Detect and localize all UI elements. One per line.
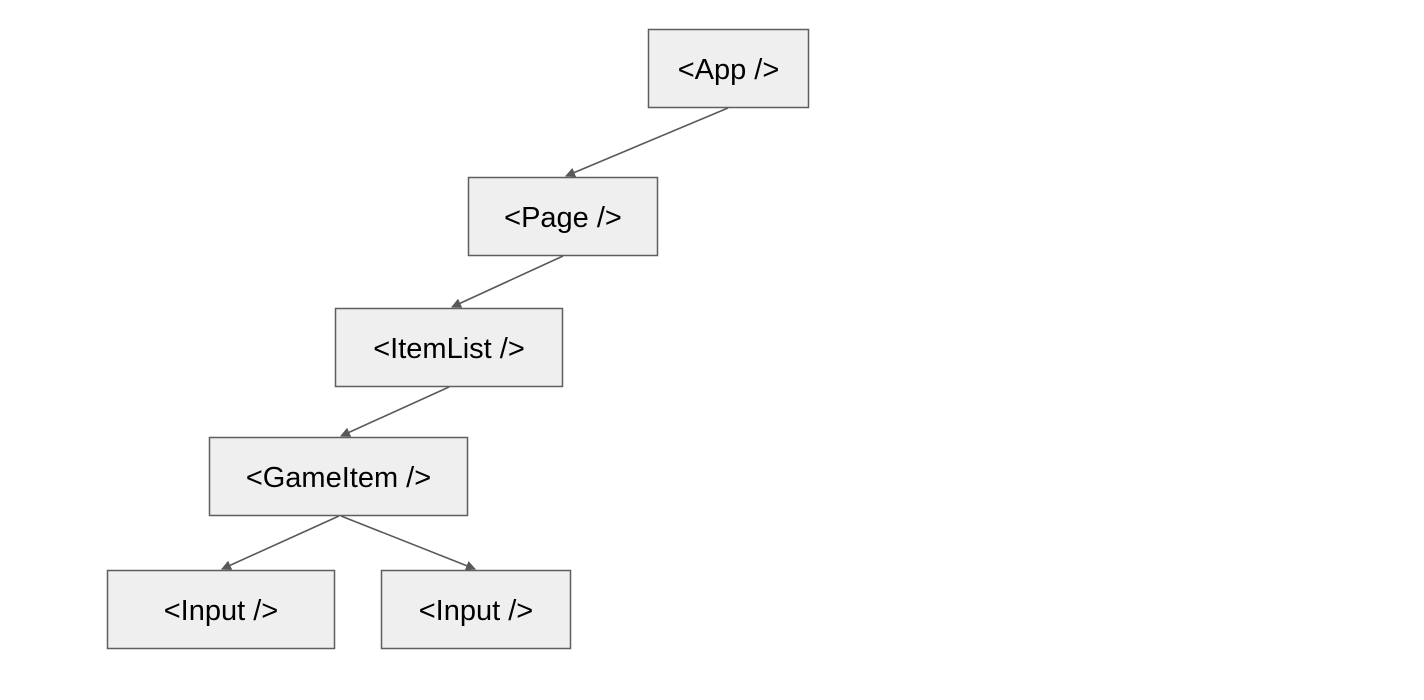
node-page-label: <Page /> bbox=[504, 202, 622, 234]
node-input-right[interactable]: <Input /> bbox=[380, 569, 572, 650]
node-input-right-box bbox=[380, 569, 572, 650]
node-app-label: <App /> bbox=[678, 54, 780, 86]
node-input-right-label: <Input /> bbox=[419, 595, 534, 627]
node-game-item-label: <GameItem /> bbox=[246, 462, 431, 494]
node-game-item-box bbox=[208, 436, 469, 517]
node-input-left-label: <Input /> bbox=[164, 595, 279, 627]
node-item-list[interactable]: <ItemList /> bbox=[334, 307, 564, 388]
node-app[interactable]: <App /> bbox=[647, 28, 810, 109]
edge-page-to-item-list bbox=[451, 255, 564, 308]
edge-item-list-to-game-item bbox=[340, 386, 450, 437]
nodes: <App /> <Page /> <ItemList /> <GameItem … bbox=[106, 28, 810, 650]
node-page[interactable]: <Page /> bbox=[467, 176, 659, 257]
node-item-list-label: <ItemList /> bbox=[373, 333, 525, 365]
node-app-box bbox=[647, 28, 810, 109]
edges bbox=[221, 107, 729, 571]
node-input-left-box bbox=[106, 569, 336, 650]
edge-game-item-to-input-right bbox=[340, 515, 476, 571]
edge-game-item-to-input-left bbox=[221, 515, 340, 570]
node-game-item[interactable]: <GameItem /> bbox=[208, 436, 469, 517]
edge-app-to-page bbox=[565, 107, 729, 178]
node-input-left[interactable]: <Input /> bbox=[106, 569, 336, 650]
node-page-box bbox=[467, 176, 659, 257]
node-item-list-box bbox=[334, 307, 564, 388]
